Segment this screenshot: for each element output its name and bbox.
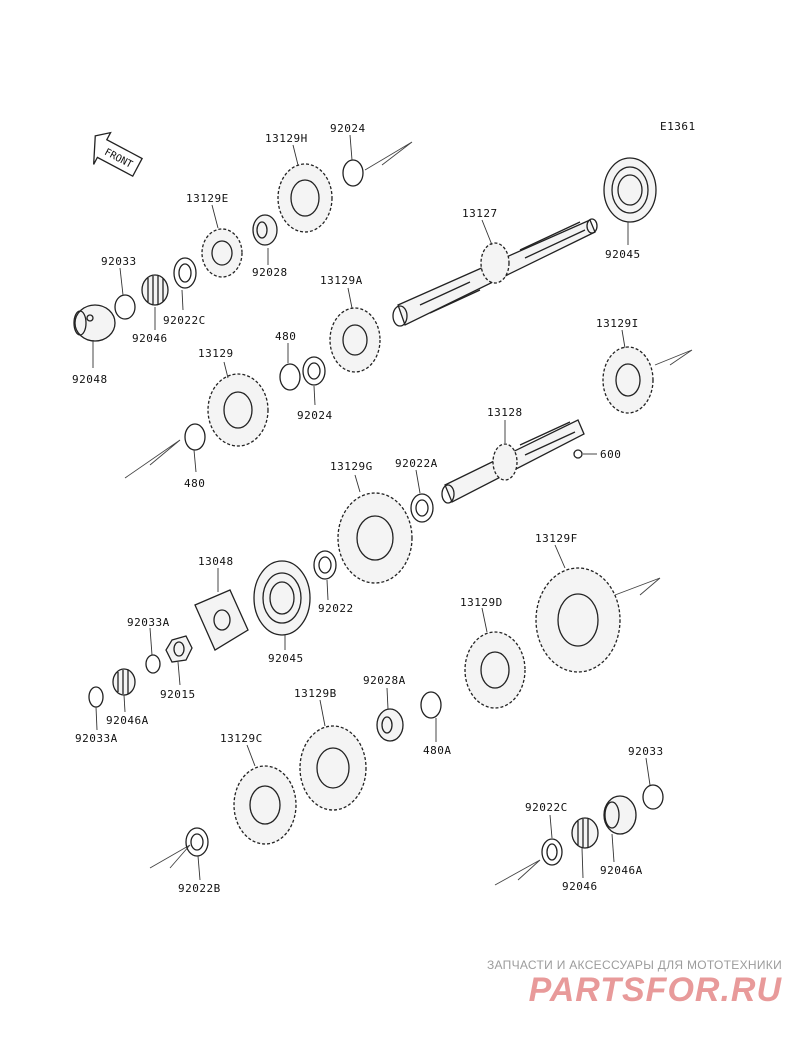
shaft-13128 [441, 419, 585, 504]
part-label-92033a-upper: 92033A [127, 616, 170, 629]
part-label-92015: 92015 [160, 688, 196, 701]
front-arrow-icon: FRONT [93, 131, 144, 178]
part-label-13129d: 13129D [460, 596, 503, 609]
part-label-92024-lower: 92024 [297, 409, 333, 422]
part-92015-nut [165, 635, 193, 663]
part-92028-bush [252, 214, 278, 246]
gear-13129d [464, 631, 526, 709]
part-label-92028: 92028 [252, 266, 288, 279]
axis-lines [124, 141, 693, 886]
part-92022c-washer [173, 257, 197, 289]
part-label-480-upper: 480 [275, 330, 296, 343]
gear-13129f [535, 567, 621, 673]
part-92024-circlip [342, 159, 364, 187]
part-label-92046-lower: 92046 [562, 880, 598, 893]
watermark-logo: PARTSFOR.RU [528, 971, 782, 1009]
part-label-13129f: 13129F [535, 532, 578, 545]
part-label-13129: 13129 [198, 347, 234, 360]
part-label-13129g: 13129G [330, 460, 373, 473]
part-13048-collar [194, 589, 249, 651]
watermark: ЗАПЧАСТИ И АКСЕССУАРЫ ДЛЯ МОТОТЕХНИКИ PA… [487, 958, 782, 1008]
gear-13129b [299, 725, 367, 811]
part-label-92022c-lower: 92022C [525, 801, 568, 814]
bearing-92045-upper [603, 157, 657, 223]
part-label-92046: 92046 [132, 332, 168, 345]
part-label-13129b: 13129B [294, 687, 337, 700]
gear-13129h [277, 163, 333, 233]
part-92028a-bush [376, 708, 404, 742]
part-600-ball [573, 449, 583, 459]
gear-13129g [337, 492, 413, 584]
part-label-600: 600 [600, 448, 621, 461]
leader-lines [92, 134, 651, 881]
part-label-92033a-lower: 92033A [75, 732, 118, 745]
part-label-480a: 480A [423, 744, 452, 757]
part-480-circlip-upper [279, 363, 301, 391]
part-label-13128: 13128 [487, 406, 523, 419]
part-label-13129h: 13129H [265, 132, 308, 145]
part-label-92022: 92022 [318, 602, 354, 615]
watermark-tagline: ЗАПЧАСТИ И АКСЕССУАРЫ ДЛЯ МОТОТЕХНИКИ [486, 958, 782, 972]
part-92022-washer [313, 550, 337, 580]
part-label-92024: 92024 [330, 122, 366, 135]
part-label-13129a: 13129A [320, 274, 363, 287]
part-label-92046a: 92046A [106, 714, 149, 727]
part-label-13129e: 13129E [186, 192, 229, 205]
diagram-code: E1361 [660, 120, 696, 133]
part-92033a-circlip-upper [145, 654, 161, 674]
part-label-92022b: 92022B [178, 882, 221, 895]
part-label-480-lower: 480 [184, 477, 205, 490]
part-label-92033: 92033 [101, 255, 137, 268]
gear-13129e [201, 228, 243, 278]
gear-13129c [233, 765, 297, 845]
part-92022a-washer [410, 493, 434, 523]
part-92024-washer [302, 356, 326, 386]
part-label-92022c: 92022C [163, 314, 206, 327]
part-92046-needle-bearing-lower [571, 817, 599, 849]
part-label-13129i: 13129I [596, 317, 639, 330]
part-92033a-circlip-lower [88, 686, 104, 708]
part-92046a-race [603, 795, 637, 835]
part-92022c-washer-lower [541, 838, 563, 866]
part-480-circlip-lower [184, 423, 206, 451]
part-label-92028a: 92028A [363, 674, 406, 687]
part-92046-needle-bearing [141, 274, 169, 306]
gear-13129a [329, 307, 381, 373]
shaft-13127 [392, 218, 598, 327]
part-480a-circlip [420, 691, 442, 719]
part-92033-circlip-lower [642, 784, 664, 810]
part-label-13048: 13048 [198, 555, 234, 568]
part-92048-cap [73, 304, 116, 342]
part-label-13127: 13127 [462, 207, 498, 220]
part-92033-circlip [114, 294, 136, 320]
part-label-92022a: 92022A [395, 457, 438, 470]
gear-13129 [207, 373, 269, 447]
part-label-92045-upper: 92045 [605, 248, 641, 261]
bearing-92045-lower [253, 560, 311, 636]
part-label-13129c: 13129C [220, 732, 263, 745]
part-label-92046a-lower: 92046A [600, 864, 643, 877]
part-92022b-washer [185, 827, 209, 857]
part-label-92045-lower: 92045 [268, 652, 304, 665]
part-92046a-needle-bearing [112, 668, 136, 696]
part-labels: 13129H 92024 13129E 92033 92028 92022C 9… [72, 122, 664, 895]
part-label-92048: 92048 [72, 373, 108, 386]
part-label-92033-lower: 92033 [628, 745, 664, 758]
gear-13129i [602, 346, 654, 414]
